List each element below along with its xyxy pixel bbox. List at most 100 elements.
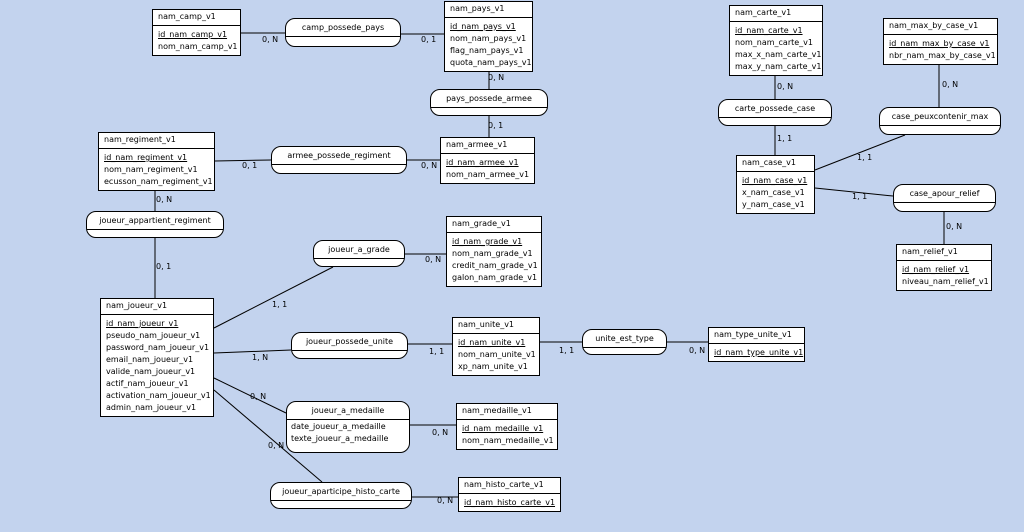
entity-field: xp_nam_unite_v1 (458, 362, 528, 371)
entity-field: actif_nam_joueur_v1 (106, 379, 189, 388)
relation-joueur-appartient-regiment[interactable]: joueur_appartient_regiment (86, 211, 224, 238)
cardinality-label: 0, 1 (488, 121, 504, 130)
cardinality-label: 1, 1 (857, 153, 873, 162)
relation-carte-possede-case[interactable]: carte_possede_case (718, 99, 832, 126)
entity-key-field: id_nam_camp_v1 (158, 30, 228, 39)
entity-key-field: id_nam_carte_v1 (735, 26, 803, 35)
cardinality-label: 0, N (437, 496, 454, 505)
relation-title: camp_possede_pays (286, 19, 400, 37)
cardinality-label: 0, N (425, 255, 442, 264)
link-joueur-grade-rel (213, 266, 334, 329)
entity-key-field: id_nam_max_by_case_v1 (889, 39, 990, 48)
entity-title: nam_pays_v1 (445, 2, 532, 18)
entity-case[interactable]: nam_case_v1 id_nam_case_v1 x_nam_case_v1… (736, 155, 815, 214)
relation-case-peuxcontenir-max[interactable]: case_peuxcontenir_max (879, 107, 1001, 135)
entity-field: nbr_nam_max_by_case_v1 (889, 51, 996, 60)
entity-field: quota_nam_pays_v1 (450, 58, 532, 67)
cardinality-label: 0, N (946, 222, 963, 231)
link-case-peux (814, 134, 906, 171)
entity-relief[interactable]: nam_relief_v1 id_nam_relief_v1 niveau_na… (896, 244, 992, 291)
link-joueur-unite-rel (213, 349, 292, 354)
cardinality-label: 0, N (262, 35, 279, 44)
entity-field: nom_nam_unite_v1 (458, 350, 536, 359)
relation-title: joueur_possede_unite (292, 333, 407, 351)
cardinality-label: 0, N (432, 428, 449, 437)
entity-camp[interactable]: nam_camp_v1 id_nam_camp_v1 nom_nam_camp_… (152, 9, 241, 56)
cardinality-label: 0, N (689, 346, 706, 355)
entity-key-field: id_nam_medaille_v1 (462, 424, 544, 433)
entity-grade[interactable]: nam_grade_v1 id_nam_grade_v1 nom_nam_gra… (446, 216, 542, 287)
entity-joueur[interactable]: nam_joueur_v1 id_nam_joueur_v1 pseudo_na… (100, 298, 214, 417)
cardinality-label: 0, 1 (242, 161, 258, 170)
relation-title: case_apour_relief (894, 185, 995, 203)
relation-title: joueur_appartient_regiment (87, 212, 223, 230)
relation-title: joueur_a_medaille (287, 402, 409, 420)
relation-title: joueur_aparticipe_histo_carte (271, 483, 411, 501)
entity-max-by-case[interactable]: nam_max_by_case_v1 id_nam_max_by_case_v1… (883, 18, 998, 65)
entity-title: nam_relief_v1 (897, 245, 991, 261)
entity-pays[interactable]: nam_pays_v1 id_nam_pays_v1 nom_nam_pays_… (444, 1, 533, 72)
cardinality-label: 1, 1 (777, 134, 793, 143)
entity-title: nam_unite_v1 (453, 318, 539, 334)
relation-armee-possede-regiment[interactable]: armee_possede_regiment (271, 146, 407, 174)
entity-title: nam_histo_carte_v1 (459, 478, 560, 494)
entity-type-unite[interactable]: nam_type_unite_v1 id_nam_type_unite_v1 (708, 327, 805, 362)
relation-pays-possede-armee[interactable]: pays_possede_armee (430, 89, 548, 116)
entity-carte[interactable]: nam_carte_v1 id_nam_carte_v1 nom_nam_car… (729, 5, 823, 76)
entity-key-field: id_nam_grade_v1 (452, 237, 523, 246)
relation-case-apour-relief[interactable]: case_apour_relief (893, 184, 996, 212)
relation-joueur-a-medaille[interactable]: joueur_a_medaille date_joueur_a_medaille… (286, 401, 410, 453)
relation-joueur-possede-unite[interactable]: joueur_possede_unite (291, 332, 408, 359)
entity-armee[interactable]: nam_armee_v1 id_nam_armee_v1 nom_nam_arm… (440, 137, 535, 184)
entity-field: niveau_nam_relief_v1 (902, 277, 989, 286)
relation-joueur-a-grade[interactable]: joueur_a_grade (313, 240, 405, 267)
entity-histo-carte[interactable]: nam_histo_carte_v1 id_nam_histo_carte_v1 (458, 477, 561, 512)
entity-title: nam_medaille_v1 (457, 404, 557, 420)
entity-field: nom_nam_grade_v1 (452, 249, 533, 258)
link-regiment-armee-rel (214, 159, 272, 162)
relation-joueur-aparticipe-histo-carte[interactable]: joueur_aparticipe_histo_carte (270, 482, 412, 509)
link-joueur-histo-rel (213, 389, 323, 483)
entity-regiment[interactable]: nam_regiment_v1 id_nam_regiment_v1 nom_n… (98, 132, 215, 191)
cardinality-label: 1, 1 (852, 192, 868, 201)
relation-unite-est-type[interactable]: unite_est_type (582, 329, 667, 355)
entity-title: nam_type_unite_v1 (709, 328, 804, 344)
entity-field: nom_nam_regiment_v1 (104, 165, 198, 174)
entity-unite[interactable]: nam_unite_v1 id_nam_unite_v1 nom_nam_uni… (452, 317, 540, 376)
entity-key-field: id_nam_regiment_v1 (104, 153, 188, 162)
cardinality-label: 0, N (156, 195, 173, 204)
entity-title: nam_max_by_case_v1 (884, 19, 997, 35)
entity-key-field: id_nam_armee_v1 (446, 158, 519, 167)
relation-title: armee_possede_regiment (272, 147, 406, 165)
entity-title: nam_case_v1 (737, 156, 814, 172)
entity-field: max_y_nam_carte_v1 (735, 62, 822, 71)
cardinality-label: 0, N (488, 73, 505, 82)
entity-field: pseudo_nam_joueur_v1 (106, 331, 201, 340)
cardinality-label: 1, 1 (559, 346, 575, 355)
entity-field: email_nam_joueur_v1 (106, 355, 194, 364)
entity-key-field: id_nam_pays_v1 (450, 22, 516, 31)
entity-field: x_nam_case_v1 (742, 188, 805, 197)
relation-title: pays_possede_armee (431, 90, 547, 108)
entity-field: flag_nam_pays_v1 (450, 46, 524, 55)
entity-field: max_x_nam_carte_v1 (735, 50, 822, 59)
relation-title: joueur_a_grade (314, 241, 404, 259)
cardinality-label: 0, N (421, 161, 438, 170)
entity-field: activation_nam_joueur_v1 (106, 391, 211, 400)
cardinality-label: 0, N (942, 80, 959, 89)
cardinality-label: 0, 1 (421, 35, 437, 44)
relation-attribute: date_joueur_a_medaille (291, 422, 386, 431)
relation-title: case_peuxcontenir_max (880, 108, 1000, 126)
entity-medaille[interactable]: nam_medaille_v1 id_nam_medaille_v1 nom_n… (456, 403, 558, 450)
entity-title: nam_regiment_v1 (99, 133, 214, 149)
entity-key-field: id_nam_joueur_v1 (106, 319, 179, 328)
entity-field: ecusson_nam_regiment_v1 (104, 177, 213, 186)
entity-field: y_nam_case_v1 (742, 200, 805, 209)
entity-field: nom_nam_camp_v1 (158, 42, 238, 51)
relation-title: unite_est_type (583, 330, 666, 348)
relation-camp-possede-pays[interactable]: camp_possede_pays (285, 18, 401, 47)
cardinality-label: 0, N (777, 82, 794, 91)
entity-field: nom_nam_carte_v1 (735, 38, 813, 47)
entity-title: nam_camp_v1 (153, 10, 240, 26)
